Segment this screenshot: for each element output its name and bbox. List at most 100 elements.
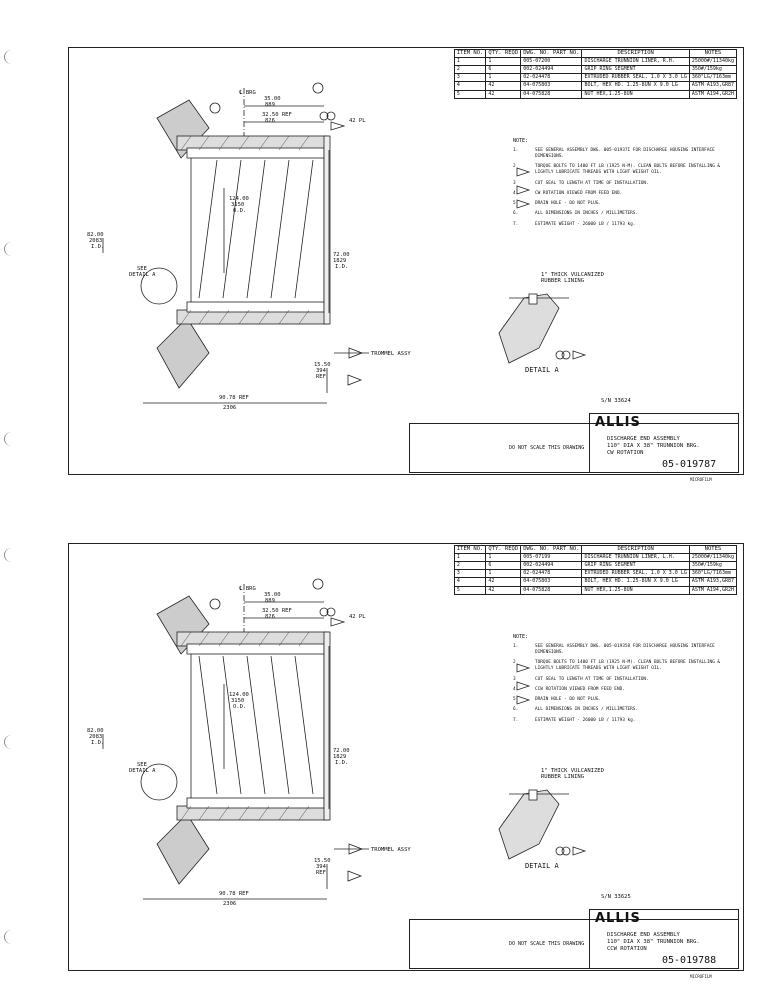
col-dwg: DWG. NO. PART NO. [520, 49, 583, 58]
dim-3150: 3150 [231, 202, 244, 208]
notes-heading: NOTE: [513, 138, 529, 144]
qty-42pl: 42 PL [349, 118, 366, 124]
note-item: 6.ALL DIMENSIONS IN INCHES / MILLIMETERS… [513, 707, 639, 713]
col-notes: NOTES [688, 545, 738, 554]
dim-889: 889 [265, 102, 275, 108]
brg-centerline-label: ℄ BRG [238, 586, 256, 592]
drawing-number: 05-019787 [662, 459, 717, 470]
detail-a-callout: DETAIL A [129, 768, 156, 774]
dim-72: 72.00 [333, 748, 350, 754]
rubber-label: 1" THICK VULCANIZED [541, 768, 604, 774]
parts-list: ITEM NO. QTY. REQD DWG. NO. PART NO. DES… [453, 545, 738, 596]
note-item: 6.ALL DIMENSIONS IN INCHES / MILLIMETERS… [513, 211, 639, 217]
drawing-sheet-2: ℄ BRG 35.00 889 32.50 REF 826 42 PL 82.0… [68, 543, 744, 971]
drawing-sheet-1: ℄ BRG 35.00 889 32.50 REF 826 42 PL 82.0… [68, 47, 744, 475]
title-block-right [589, 413, 739, 473]
col-dwg: DWG. NO. PART NO. [520, 545, 583, 554]
note-item: 1.SEE GENERAL ASSEMBLY DWG. 005-01937I F… [513, 148, 715, 159]
dim-32-50: 32.50 REF [262, 112, 292, 118]
ref-label: REF [316, 870, 326, 876]
assembly-drawing: ℄ BRG 35.00 889 32.50 REF 826 42 PL 82.0… [87, 578, 631, 907]
rotation-label: CCW ROTATION [607, 946, 647, 952]
rubber-label-2: RUBBER LINING [541, 774, 584, 780]
dim-35: 35.00 [264, 592, 281, 598]
dim-2083: 2083 [89, 734, 102, 740]
see-label: SEE [137, 762, 147, 768]
detail-a-title: DETAIL A [525, 862, 560, 870]
rubber-label-2: RUBBER LINING [541, 278, 584, 284]
dim-1829: 1829 [333, 754, 346, 760]
id-label-2: I.D. [335, 760, 348, 766]
dim-2306: 2306 [223, 405, 236, 411]
col-notes: NOTES [688, 49, 738, 58]
dim-90-78: 90.78 REF [219, 891, 249, 897]
dim-72: 72.00 [333, 252, 350, 258]
binder-hole [4, 432, 19, 446]
dim-82: 82.00 [87, 728, 104, 734]
binder-hole [4, 242, 19, 256]
drawing-number: 05-019788 [662, 955, 717, 966]
note-item: 7.ESTIMATE WEIGHT - 26000 LB / 11793 kg. [513, 717, 636, 723]
drawing-subtitle: 110" DIA X 38" TRUNNION BRG. [607, 939, 700, 945]
dim-15-50: 15.50 [314, 362, 331, 368]
notes-heading: NOTE: [513, 634, 529, 640]
title-block-right [589, 909, 739, 969]
ref-label: REF [316, 374, 326, 380]
do-not-scale-note: DO NOT SCALE THIS DRAWING [509, 941, 585, 947]
dim-3150: 3150 [231, 698, 244, 704]
dim-15-50: 15.50 [314, 858, 331, 864]
dim-394: 394 [316, 368, 327, 374]
id-label-2: I.D. [335, 264, 348, 270]
id-label: I.D. [91, 740, 104, 746]
note-item: 4.CCW ROTATION VIEWED FROM FEED END. [513, 686, 625, 692]
brg-centerline-label: ℄ BRG [238, 90, 256, 96]
drawing-subtitle: 110" DIA X 38" TRUNNION BRG. [607, 443, 700, 449]
detail-a-title: DETAIL A [525, 366, 560, 374]
binder-hole [4, 930, 19, 944]
drawing-title: DISCHARGE END ASSEMBLY [607, 436, 680, 442]
col-item: ITEM NO. [453, 545, 487, 554]
do-not-scale-note: DO NOT SCALE THIS DRAWING [509, 445, 585, 451]
note-item: 4.CW ROTATION VIEWED FROM FEED END. [513, 190, 623, 196]
serial-number: S/N 33624 [601, 398, 631, 404]
trommel-label: TROMMEL ASSY [371, 847, 411, 853]
company-logo: ALLIS [595, 415, 641, 430]
dim-124: 124.00 [229, 196, 249, 202]
serial-number: S/N 33625 [601, 894, 631, 900]
title-block: ALLIS DO NOT SCALE THIS DRAWING DISCHARG… [409, 909, 739, 969]
col-desc: DESCRIPTION [581, 49, 690, 58]
col-item: ITEM NO. [453, 49, 487, 58]
od-label: O.D. [233, 704, 246, 710]
see-label: SEE [137, 266, 147, 272]
title-block: ALLIS DO NOT SCALE THIS DRAWING DISCHARG… [409, 413, 739, 473]
rubber-label: 1" THICK VULCANIZED [541, 272, 604, 278]
dim-394: 394 [316, 864, 327, 870]
od-label: O.D. [233, 208, 246, 214]
parts-list: ITEM NO. QTY. REQD DWG. NO. PART NO. DES… [453, 49, 738, 100]
dim-2306: 2306 [223, 901, 236, 907]
qty-42pl: 42 PL [349, 614, 366, 620]
dim-82: 82.00 [87, 232, 104, 238]
rotation-label: CW ROTATION [607, 450, 644, 456]
assembly-drawing: ℄ BRG 35.00 889 32.50 REF 826 42 PL 82.0… [87, 82, 631, 411]
dim-826: 826 [265, 614, 275, 620]
id-label: I.D. [91, 244, 104, 250]
general-notes: NOTE: 1.SEE GENERAL ASSEMBLY DWG. 005-01… [513, 138, 733, 232]
microfilm-stamp: MICROFILM [690, 477, 712, 482]
note-item: 7.ESTIMATE WEIGHT - 26000 LB / 11793 kg. [513, 221, 636, 227]
